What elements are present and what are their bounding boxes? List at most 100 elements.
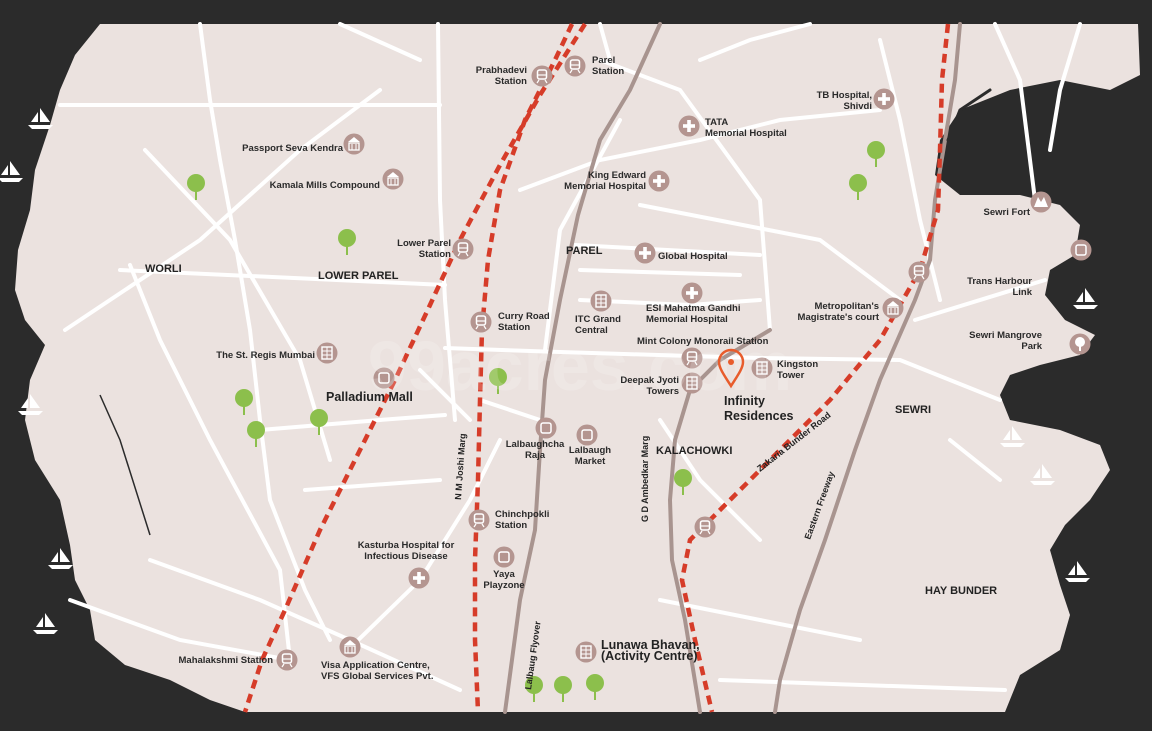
project-name-line1: Infinity (724, 394, 765, 408)
hospital-icon[interactable] (648, 170, 670, 192)
place-label-trans-harbour-line1: Trans Harbour (967, 276, 1032, 287)
location-pin-icon[interactable] (717, 348, 745, 389)
train-icon[interactable] (276, 649, 298, 671)
place-label-prabhadevi-station-line2: Station (495, 76, 527, 87)
minor-roads (58, 22, 1082, 692)
tree-icon (525, 676, 543, 702)
temple-icon[interactable] (535, 417, 557, 439)
sailboat-icon (48, 548, 73, 569)
place-label-lower-parel-station-line1: Lower Parel (397, 238, 451, 249)
place-label-chinchpokli-station-line1: Chinchpokli (495, 509, 549, 520)
western-railway (242, 22, 587, 713)
eastern-freeway-road (773, 22, 962, 714)
gd-ambedkar-road (667, 328, 772, 714)
train-icon[interactable] (694, 516, 716, 538)
tower-icon[interactable] (316, 342, 338, 364)
building-icon[interactable] (882, 297, 904, 319)
hospital-icon[interactable] (634, 242, 656, 264)
road-gd-ambedkar-marg: G D Ambedkar Marg (640, 436, 650, 522)
place-label-sewri-fort: Sewri Fort (984, 207, 1031, 218)
place-label-tata-hospital-line1: TATA (705, 117, 728, 128)
project-name-line2: Residences (724, 409, 794, 423)
tower-icon[interactable] (575, 641, 597, 663)
train-icon[interactable] (531, 65, 553, 87)
hospital-icon[interactable] (408, 567, 430, 589)
trees (187, 141, 885, 702)
place-label-chinchpokli-station-line2: Station (495, 520, 527, 531)
building-icon[interactable] (382, 168, 404, 190)
train-icon[interactable] (908, 261, 930, 283)
playground-icon[interactable] (493, 546, 515, 568)
train-icon[interactable] (681, 347, 703, 369)
place-label-kem-hospital-line1: King Edward (588, 170, 646, 181)
place-label-lalbaughcha-raja-line1: Lalbaughcha (506, 439, 565, 450)
place-label-lalbaugh-market-line2: Market (575, 456, 606, 467)
place-label-passport-seva: Passport Seva Kendra (242, 143, 344, 154)
train-icon[interactable] (468, 509, 490, 531)
place-label-parel-station-line2: Station (592, 66, 624, 77)
sailboat-icon (0, 161, 23, 182)
market-icon[interactable] (576, 424, 598, 446)
place-label-yaya-playzone-line2: Playzone (483, 580, 524, 591)
train-icon[interactable] (564, 55, 586, 77)
tree-icon (338, 229, 356, 255)
park-icon[interactable] (1069, 333, 1091, 355)
train-icon[interactable] (470, 311, 492, 333)
fort-icon[interactable] (1030, 191, 1052, 213)
place-label-tb-hospital-line2: Shivdi (843, 101, 872, 112)
tree-icon (489, 368, 507, 394)
major-roads (503, 22, 992, 714)
tree-icon (554, 676, 572, 702)
place-label-global-hospital: Global Hospital (658, 251, 728, 262)
bridge-icon[interactable] (1070, 239, 1092, 261)
place-label-mint-colony: Mint Colony Monorail Station (637, 336, 769, 347)
place-label-esi-hospital-line2: Memorial Hospital (646, 314, 728, 325)
project-pin[interactable] (717, 348, 745, 389)
area-worli: WORLI (145, 263, 182, 275)
place-label-itc-grand-central-line1: ITC Grand (575, 314, 621, 325)
area-sewri: SEWRI (895, 404, 931, 416)
tower-icon[interactable] (590, 290, 612, 312)
hospital-icon[interactable] (873, 88, 895, 110)
hospital-icon[interactable] (681, 282, 703, 304)
sailboat-icon (1065, 561, 1090, 582)
lalbaug-flyover-road (503, 22, 662, 714)
sailboat-icon (1073, 288, 1098, 309)
sailboat-icon (1030, 464, 1055, 485)
place-label-itc-grand-central-line2: Central (575, 325, 608, 336)
place-label-trans-harbour-line2: Link (1012, 287, 1032, 298)
tree-icon (310, 409, 328, 435)
area-hay-bunder: HAY BUNDER (925, 585, 997, 597)
tower-icon[interactable] (751, 357, 773, 379)
place-label-lalbaugh-market-line1: Lalbaugh (569, 445, 611, 456)
building-icon[interactable] (339, 636, 361, 658)
place-label-tb-hospital-line1: TB Hospital, (817, 90, 872, 101)
place-label-metropolitan-court-line1: Metropolitan's (814, 301, 879, 312)
sailboat-icon (1000, 426, 1025, 447)
pin-dot (728, 359, 734, 365)
tree-icon (586, 674, 604, 700)
place-label-curry-road-station-line2: Station (498, 322, 530, 333)
place-label-palladium: Palladium Mall (326, 390, 413, 404)
hospital-icon[interactable] (678, 115, 700, 137)
place-label-esi-hospital-line1: ESI Mahatma Gandhi (646, 303, 741, 314)
tower-icon[interactable] (681, 372, 703, 394)
place-label-deepak-jyoti-line1: Deepak Jyoti (620, 375, 679, 386)
area-parel: PAREL (566, 245, 603, 257)
tree-icon (867, 141, 885, 167)
place-label-st-regis: The St. Regis Mumbai (216, 350, 315, 361)
place-label-metropolitan-court-line2: Magistrate's court (798, 312, 880, 323)
shopping-bag-icon[interactable] (373, 367, 395, 389)
tree-icon (674, 469, 692, 495)
worli-sea-link (99, 394, 151, 536)
train-icon[interactable] (452, 238, 474, 260)
sailboat-icon (33, 613, 58, 634)
place-label-kasturba-hospital-line2: Infectious Disease (364, 551, 447, 562)
sewri-rail-curve (946, 88, 992, 142)
place-label-visa-centre-line2: VFS Global Services Pvt. (321, 671, 433, 682)
place-label-kasturba-hospital-line1: Kasturba Hospital for (358, 540, 455, 551)
sailboat-icon (18, 394, 43, 415)
building-icon[interactable] (343, 133, 365, 155)
tree-icon (235, 389, 253, 415)
